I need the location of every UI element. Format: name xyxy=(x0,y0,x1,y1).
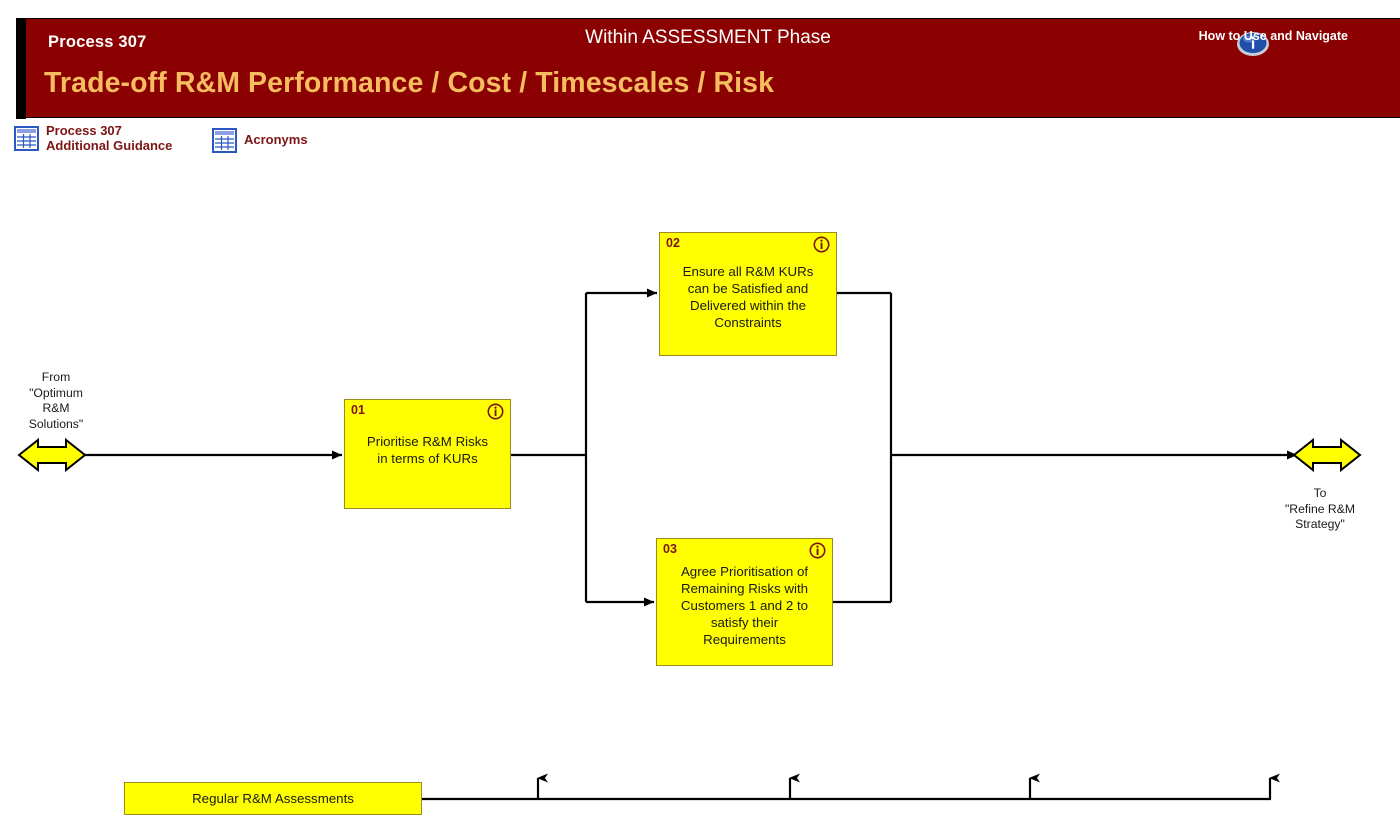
header-bar: Process 307 Within ASSESSMENT Phase Trad… xyxy=(16,18,1400,119)
process-box-03[interactable]: 03 Agree Prioritisation of Remaining Ris… xyxy=(656,538,833,666)
info-icon[interactable] xyxy=(1236,31,1270,57)
info-icon[interactable] xyxy=(809,542,826,559)
phase-label: Within ASSESSMENT Phase xyxy=(585,27,831,48)
info-icon[interactable] xyxy=(813,236,830,253)
process-number-label: Process 307 xyxy=(48,33,147,51)
terminator-to-shape xyxy=(1292,437,1362,473)
info-icon[interactable] xyxy=(487,403,504,420)
how-to-use-and-navigate-label[interactable]: How to Use and Navigate xyxy=(1198,29,1348,43)
regular-assessments-label: Regular R&M Assessments xyxy=(192,791,354,806)
process-box-01-text: Prioritise R&M Risks in terms of KURs xyxy=(366,434,489,466)
acronyms-link-label: Acronyms xyxy=(244,132,308,148)
acronyms-link[interactable]: Acronyms xyxy=(212,128,308,153)
process-box-02-number: 02 xyxy=(666,236,680,250)
page-title: Trade-off R&M Performance / Cost / Times… xyxy=(44,67,775,99)
process-box-03-text: Agree Prioritisation of Remaining Risks … xyxy=(680,564,809,647)
terminator-from-shape xyxy=(17,437,87,473)
process-box-02[interactable]: 02 Ensure all R&M KURs can be Satisfied … xyxy=(659,232,837,356)
spreadsheet-icon xyxy=(14,126,39,151)
header-left-accent-strip xyxy=(16,19,26,119)
process-guidance-link[interactable]: Process 307 Additional Guidance xyxy=(14,123,173,153)
process-box-02-text: Ensure all R&M KURs can be Satisfied and… xyxy=(682,264,814,330)
process-box-03-number: 03 xyxy=(663,542,677,556)
terminator-from-label: From "Optimum R&M Solutions" xyxy=(28,370,84,431)
spreadsheet-icon xyxy=(212,128,237,153)
process-box-01[interactable]: 01 Prioritise R&M Risks in terms of KURs xyxy=(344,399,511,509)
process-box-01-number: 01 xyxy=(351,403,365,417)
process-guidance-link-label: Process 307 Additional Guidance xyxy=(46,123,173,153)
terminator-to-label: To "Refine R&M Strategy" xyxy=(1284,486,1356,531)
regular-assessments-bar[interactable]: Regular R&M Assessments xyxy=(124,782,422,815)
